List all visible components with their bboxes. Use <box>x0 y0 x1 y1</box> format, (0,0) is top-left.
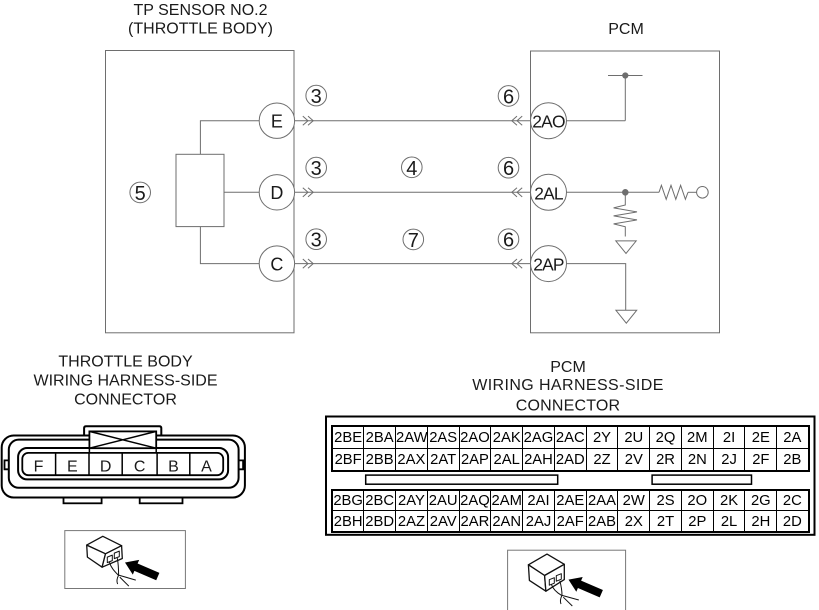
svg-text:3: 3 <box>311 158 322 180</box>
svg-text:7: 7 <box>408 230 419 252</box>
svg-text:A: A <box>201 458 212 475</box>
svg-text:2AL: 2AL <box>534 183 564 203</box>
svg-text:PCM: PCM <box>608 21 644 38</box>
svg-text:F: F <box>34 458 44 475</box>
svg-text:E: E <box>271 112 283 132</box>
svg-text:6: 6 <box>503 230 514 252</box>
svg-text:THROTTLE BODY: THROTTLE BODY <box>58 354 193 371</box>
svg-text:5: 5 <box>135 183 146 205</box>
svg-text:C: C <box>134 458 146 475</box>
svg-text:(THROTTLE BODY): (THROTTLE BODY) <box>128 21 273 38</box>
svg-text:TP SENSOR NO.2: TP SENSOR NO.2 <box>134 2 268 19</box>
svg-text:WIRING HARNESS-SIDE: WIRING HARNESS-SIDE <box>472 377 664 394</box>
svg-text:2AO: 2AO <box>532 112 565 132</box>
svg-text:D: D <box>270 183 283 203</box>
svg-text:E: E <box>67 458 78 475</box>
svg-text:D: D <box>100 458 112 475</box>
svg-text:CONNECTOR: CONNECTOR <box>516 398 621 415</box>
svg-text:4: 4 <box>406 158 417 180</box>
svg-text:PCM: PCM <box>550 359 586 376</box>
svg-text:CONNECTOR: CONNECTOR <box>74 391 177 408</box>
svg-text:WIRING HARNESS-SIDE: WIRING HARNESS-SIDE <box>33 372 217 389</box>
svg-text:6: 6 <box>503 158 514 180</box>
svg-text:C: C <box>270 254 283 274</box>
svg-text:3: 3 <box>311 230 322 252</box>
svg-text:6: 6 <box>503 86 514 108</box>
svg-text:3: 3 <box>311 86 322 108</box>
svg-text:2AP: 2AP <box>533 255 564 275</box>
svg-text:B: B <box>168 458 179 475</box>
